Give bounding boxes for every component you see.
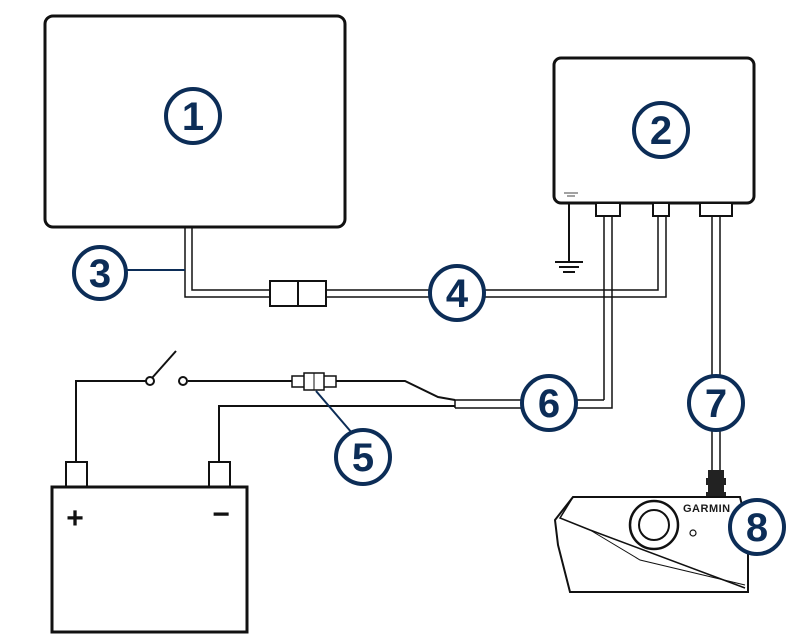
transducer-brand-label: GARMIN	[683, 503, 731, 515]
callout-7-number: 7	[705, 382, 727, 426]
callout-7: 7	[687, 374, 745, 432]
fuse-icon	[291, 372, 337, 391]
callout-4: 4	[428, 264, 486, 322]
battery-wiring	[75, 380, 456, 462]
ground-symbol-icon	[555, 203, 583, 273]
callout-6: 6	[520, 374, 578, 432]
connector-icon	[652, 202, 670, 217]
connector-icon	[595, 202, 621, 217]
battery-negative-label: −	[212, 498, 230, 531]
callout-2: 2	[632, 101, 690, 159]
callout-8: 8	[728, 498, 786, 556]
callout-3: 3	[72, 245, 185, 301]
cable-coupler	[269, 280, 327, 307]
callout-2-number: 2	[650, 109, 672, 153]
transducer: GARMIN	[553, 470, 749, 593]
callout-1-number: 1	[182, 95, 204, 139]
callout-5-number: 5	[352, 436, 374, 480]
callout-3-number: 3	[89, 252, 111, 296]
battery: + −	[50, 461, 249, 634]
callout-6-number: 6	[538, 382, 560, 426]
switch-icon	[145, 350, 188, 386]
callout-1: 1	[164, 87, 222, 145]
battery-positive-label: +	[66, 502, 84, 535]
callout-4-number: 4	[446, 272, 469, 316]
connector-icon	[699, 202, 733, 217]
module-connectors	[595, 202, 733, 217]
network-cable	[184, 216, 667, 298]
callout-8-number: 8	[746, 506, 768, 550]
callout-5: 5	[315, 390, 392, 486]
